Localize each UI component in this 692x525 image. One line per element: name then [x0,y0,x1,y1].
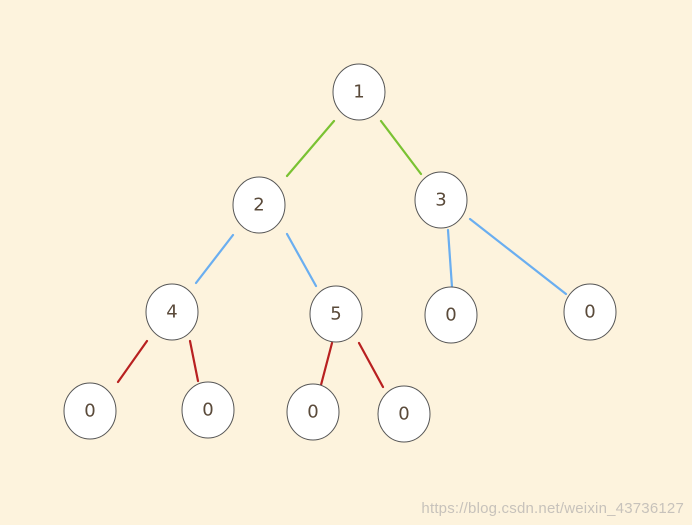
edge-n4-n4L [116,339,149,384]
node-circle [332,63,386,121]
tree-node-n3R: 0 [563,283,617,341]
node-circle [414,171,468,229]
node-circle [309,285,363,343]
edge-n3-n3L [446,228,454,289]
node-label: 0 [398,404,409,425]
node-circle [377,385,431,443]
tree-node-n3: 3 [414,171,468,229]
node-circle [424,286,478,344]
node-circle [145,283,199,341]
edges-layer [116,119,568,389]
node-label: 4 [166,302,177,323]
node-label: 0 [584,302,595,323]
nodes-layer: 1 2 3 4 5 0 0 0 0 0 0 [63,63,617,443]
node-label: 0 [307,402,318,423]
node-label: 0 [84,401,95,422]
node-circle [286,383,340,441]
node-label: 0 [445,305,456,326]
node-label: 3 [435,190,446,211]
edge-n2-n5 [285,232,318,288]
tree-node-n1: 1 [332,63,386,121]
tree-node-n5: 5 [309,285,363,343]
node-circle [63,382,117,440]
edge-n1-n2 [285,119,336,178]
node-label: 1 [353,82,364,103]
edge-n3-n3R [468,217,568,296]
edge-n5-n5R [357,341,385,389]
node-circle [563,283,617,341]
edge-n2-n4 [194,233,235,285]
tree-node-n3L: 0 [424,286,478,344]
tree-node-n4: 4 [145,283,199,341]
tree-node-n4L: 0 [63,382,117,440]
tree-node-n5L: 0 [286,383,340,441]
node-circle [181,381,235,439]
tree-node-n2: 2 [232,176,286,234]
tree-node-n5R: 0 [377,385,431,443]
edge-n4-n4R [188,339,200,383]
edge-n1-n3 [379,119,423,176]
watermark: https://blog.csdn.net/weixin_43736127 [421,500,684,517]
edge-n5-n5L [319,341,334,387]
node-circle [232,176,286,234]
node-label: 0 [202,400,213,421]
node-label: 2 [253,195,264,216]
tree-node-n4R: 0 [181,381,235,439]
node-label: 5 [330,304,341,325]
